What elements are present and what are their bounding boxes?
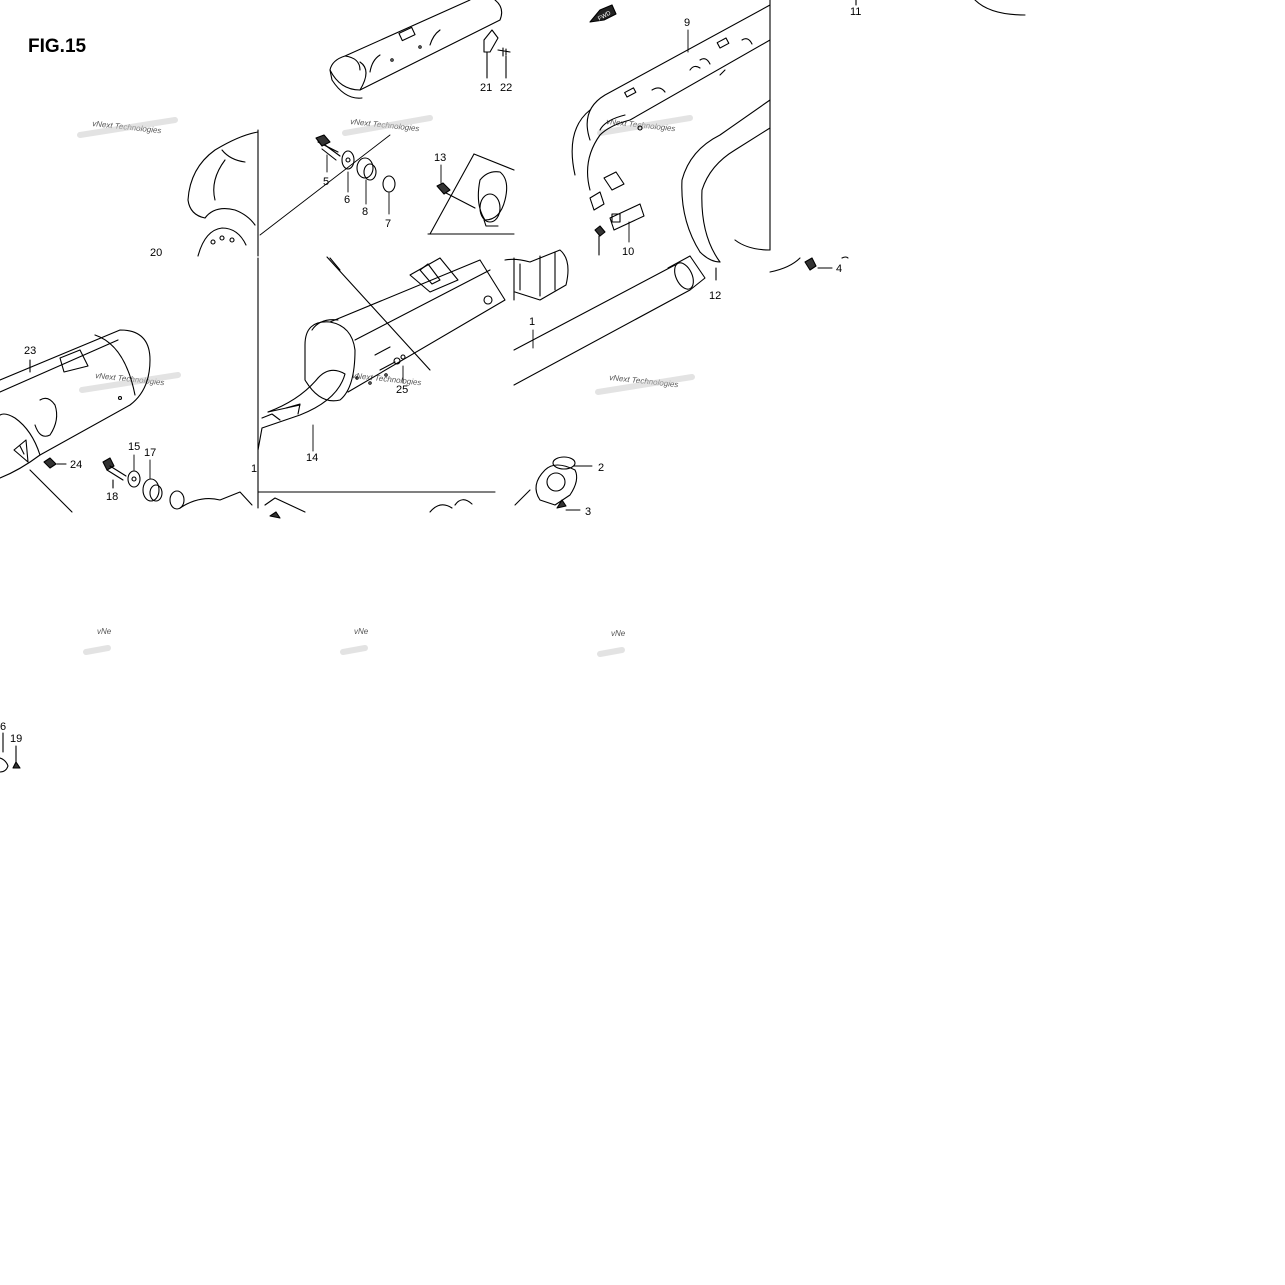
muffler-14 [257, 256, 506, 509]
bottom-left-parts [0, 732, 21, 773]
callout-8: 8 [362, 206, 368, 218]
callout-12: 12 [709, 290, 721, 302]
callout-5: 5 [323, 176, 329, 188]
watermark-fragment: vNe [611, 629, 626, 638]
heat-shield-9 [571, 0, 771, 251]
callout-3: 3 [585, 506, 591, 518]
clamp-13 [427, 153, 515, 235]
flange-2 [514, 456, 578, 509]
callout-4: 4 [836, 263, 842, 275]
leader-lines [133, 29, 689, 511]
callout-18: 18 [106, 491, 118, 503]
fwd-arrow-icon: FWD [589, 4, 617, 23]
callout-21: 21 [480, 82, 492, 94]
upper-heat-shield [329, 0, 503, 99]
part-11 [855, 0, 1026, 16]
callout-9: 9 [684, 17, 690, 29]
callout-6b: 6 [0, 721, 6, 733]
silencer-23 [0, 329, 151, 513]
callout-11: 11 [850, 6, 861, 18]
callout-22: 22 [500, 82, 512, 94]
watermark-shadows [77, 115, 695, 657]
callout-labels: 9 11 21 22 5 6 8 7 13 20 10 12 4 1 23 25… [0, 6, 861, 745]
callout-13: 13 [434, 152, 446, 164]
callout-2: 2 [598, 462, 604, 474]
callout-1: 1 [529, 316, 535, 328]
callout-6: 6 [344, 194, 350, 206]
figure-title: FIG.15 [28, 36, 87, 57]
tailpipe-12 [681, 99, 771, 281]
callout-20: 20 [150, 247, 162, 259]
callout-14: 14 [306, 452, 318, 464]
bolt-24 [43, 457, 67, 469]
callout-19: 19 [10, 733, 22, 745]
callout-15: 15 [128, 441, 140, 453]
exhaust-pipe-1 [513, 255, 706, 386]
watermark-fragment: vNe [354, 627, 369, 636]
callout-1b: 1 [251, 463, 257, 475]
bracket-21 [483, 29, 511, 79]
watermarks: vNext Technologies vNext Technologies vN… [92, 117, 679, 638]
mount-hardware-lower [102, 457, 496, 519]
callout-10: 10 [622, 246, 634, 258]
callout-24: 24 [70, 459, 82, 471]
callout-23: 23 [24, 345, 36, 357]
watermark-fragment: vNe [97, 627, 112, 636]
muffler-inlet-section [504, 249, 569, 301]
part-4 [769, 256, 849, 273]
mount-hardware-upper [259, 134, 396, 236]
bolt-10 [594, 225, 606, 256]
callout-7: 7 [385, 218, 391, 230]
heat-shield-20 [187, 129, 259, 257]
callout-17: 17 [144, 447, 156, 459]
callout-25: 25 [396, 384, 408, 396]
